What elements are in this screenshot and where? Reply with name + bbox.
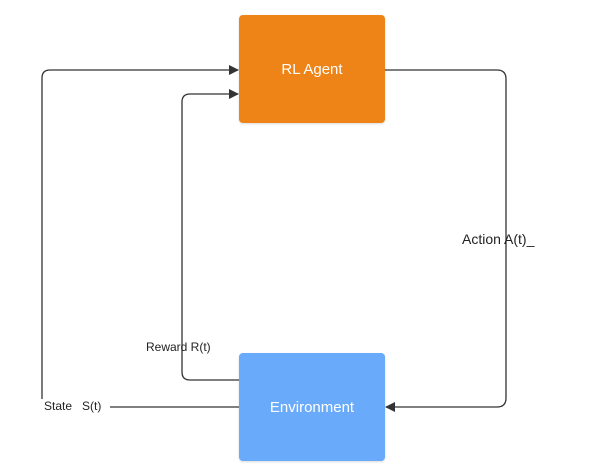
action-edge-label: Action A(t)_ — [462, 231, 535, 247]
reward-edge-label: Reward R(t) — [146, 340, 211, 354]
environment-node: Environment — [239, 353, 385, 461]
action-edge — [385, 69, 507, 412]
state-edge-label: State S(t) — [44, 399, 102, 413]
reward-edge — [181, 89, 239, 381]
environment-label: Environment — [269, 398, 355, 416]
state-edge — [41, 70, 239, 408]
rl-agent-node: RL Agent — [239, 15, 385, 123]
rl-agent-label: RL Agent — [281, 60, 343, 78]
